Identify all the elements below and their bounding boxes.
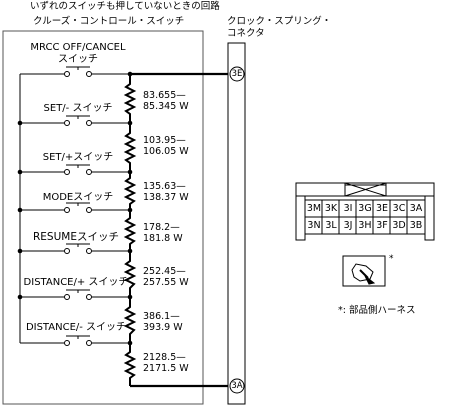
resistor-4 <box>123 210 137 251</box>
clockspring-title-line1: クロック・スプリング・ <box>227 16 332 27</box>
switch-label-distance-plus: DISTANCE/+ スイッチ <box>23 277 129 288</box>
clockspring-outline <box>227 42 246 405</box>
pin-3g: 3G <box>358 203 372 214</box>
harness-note: *: 部品側ハーネス <box>338 305 416 316</box>
switch-label-mode: MODEスイッチ <box>42 192 114 203</box>
resistor-value-5: 252.45—257.55 W <box>143 266 189 288</box>
switch-contact-5 <box>20 243 130 254</box>
circuit-caption: いずれのスイッチも押していないときの回路 <box>30 1 220 12</box>
resistor-3 <box>123 172 137 210</box>
pin-3e: 3E <box>375 203 389 214</box>
pin-3c: 3C <box>392 203 406 214</box>
resistor-value-2: 103.95—106.05 W <box>143 135 189 157</box>
module-outline <box>2 30 204 405</box>
pin-3i: 3I <box>343 203 353 214</box>
resistor-7 <box>123 343 137 386</box>
switch-label-mrcc-line1: MRCC OFF/CANCEL <box>30 42 126 53</box>
terminal-label-3a: 3A <box>231 381 243 391</box>
switch-contact-4 <box>20 202 130 213</box>
pin-3m: 3M <box>306 203 322 214</box>
switch-contact-7 <box>20 335 130 346</box>
connector-face <box>295 182 435 241</box>
terminal-3e <box>229 66 245 82</box>
switch-label-mrcc-line2: スイッチ <box>58 54 98 65</box>
pin-3l: 3L <box>325 220 337 231</box>
switch-contact-1 <box>20 66 130 77</box>
switch-label-set-minus: SET/- スイッチ <box>43 103 113 114</box>
resistor-value-3: 135.63—138.37 W <box>143 181 189 203</box>
pin-3b: 3B <box>409 220 423 231</box>
pin-3a: 3A <box>409 203 423 214</box>
resistor-6 <box>123 297 137 343</box>
switch-contact-6 <box>20 289 130 300</box>
terminal-3a <box>229 378 245 394</box>
pin-3d: 3D <box>392 220 406 231</box>
resistor-value-4: 178.2—181.8 W <box>143 222 183 244</box>
resistor-1 <box>123 74 137 123</box>
resistor-value-6: 386.1—393.9 W <box>143 311 183 333</box>
switch-label-resume: RESUMEスイッチ <box>33 231 119 243</box>
pin-3h: 3H <box>358 220 372 231</box>
switch-label-set-plus: SET/+スイッチ <box>42 152 114 163</box>
resistor-value-7: 2128.5—2171.5 W <box>143 352 189 374</box>
module-title: クルーズ・コントロール・スイッチ <box>33 16 185 27</box>
terminal-label-3e: 3E <box>231 69 243 79</box>
pin-3j: 3J <box>343 220 353 231</box>
pin-3f: 3F <box>376 220 388 231</box>
resistor-2 <box>123 123 137 172</box>
resistor-value-1: 83.655—85.345 W <box>143 90 189 112</box>
resistor-5 <box>123 251 137 297</box>
pin-3n: 3N <box>307 220 321 231</box>
harness-side-icon <box>342 255 386 287</box>
harness-asterisk: * <box>389 254 394 264</box>
switch-contact-2 <box>20 115 130 126</box>
switch-label-distance-minus: DISTANCE/- スイッチ <box>25 322 127 333</box>
switch-contact-3 <box>20 164 130 175</box>
clockspring-title-line2: コネクタ <box>227 28 265 39</box>
pin-3k: 3K <box>324 203 338 214</box>
